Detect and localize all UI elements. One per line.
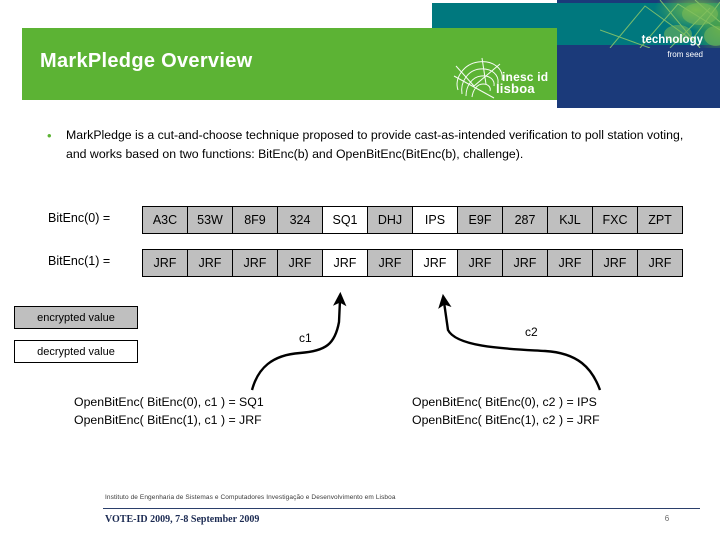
table-cell: KJL <box>547 206 593 234</box>
equation-line: OpenBitEnc( BitEnc(0), c1 ) = SQ1 <box>74 395 264 409</box>
logo-mark-icon <box>453 57 503 99</box>
table-cell: JRF <box>367 249 413 277</box>
inesc-id-lisboa-logo: inesc id lisboa <box>452 56 557 104</box>
bullet-text: MarkPledge is a cut-and-choose technique… <box>66 128 684 161</box>
table-cell: A3C <box>142 206 188 234</box>
table-cell: JRF <box>592 249 638 277</box>
bullet-marker-icon: • <box>47 128 52 143</box>
table-cell: 8F9 <box>232 206 278 234</box>
logo-text-inesc-id: inesc id <box>502 70 549 84</box>
arrow-c2 <box>438 293 602 391</box>
equation-line: OpenBitEnc( BitEnc(0), c2 ) = IPS <box>412 395 597 409</box>
table-cell: ZPT <box>637 206 683 234</box>
arrow-c1 <box>250 291 347 391</box>
table-cell: JRF <box>502 249 548 277</box>
row-label-bitenc1: BitEnc(1) = <box>48 254 111 268</box>
legend-decrypted-value: decrypted value <box>14 340 138 363</box>
equations-right: OpenBitEnc( BitEnc(0), c2 ) = IPS OpenBi… <box>412 393 600 429</box>
arrow-label-c2: c2 <box>525 325 538 339</box>
table-cell: 324 <box>277 206 323 234</box>
page-title: MarkPledge Overview <box>40 50 253 72</box>
brand-tagline: technology <box>641 34 703 46</box>
footer-divider <box>103 508 700 509</box>
table-cell: JRF <box>322 249 368 277</box>
table-cell: FXC <box>592 206 638 234</box>
table-cell: E9F <box>457 206 503 234</box>
list-item: • MarkPledge is a cut-and-choose techniq… <box>44 126 684 164</box>
table-cell: JRF <box>547 249 593 277</box>
table-cell: JRF <box>637 249 683 277</box>
table-cell: JRF <box>412 249 458 277</box>
table-cell: DHJ <box>367 206 413 234</box>
arrow-label-c1: c1 <box>299 331 312 345</box>
table-cell: IPS <box>412 206 458 234</box>
table-cell: JRF <box>142 249 188 277</box>
equations-left: OpenBitEnc( BitEnc(0), c1 ) = SQ1 OpenBi… <box>74 393 264 429</box>
table-cell: JRF <box>457 249 503 277</box>
table-cell: 53W <box>187 206 233 234</box>
equation-line: OpenBitEnc( BitEnc(1), c1 ) = JRF <box>74 413 262 427</box>
table-cell: JRF <box>277 249 323 277</box>
table-cell: SQ1 <box>322 206 368 234</box>
table-cell: 287 <box>502 206 548 234</box>
legend-encrypted-value: encrypted value <box>14 306 138 329</box>
leaf-texture-icon <box>600 0 720 48</box>
table-cell: JRF <box>232 249 278 277</box>
footer-institute: Instituto de Engenharia de Sistemas e Co… <box>105 494 396 501</box>
bullet-list: • MarkPledge is a cut-and-choose techniq… <box>44 126 684 164</box>
logo-text-lisboa: lisboa <box>496 81 535 96</box>
slide-header: technology from seed MarkPledge Overview… <box>0 0 720 110</box>
table-cell: JRF <box>187 249 233 277</box>
header-green-banner <box>22 28 557 100</box>
footer-page-number: 6 <box>664 514 670 523</box>
footer-conference: VOTE-ID 2009, 7-8 September 2009 <box>105 514 260 525</box>
brand-tagline-sub: from seed <box>667 50 703 59</box>
equation-line: OpenBitEnc( BitEnc(1), c2 ) = JRF <box>412 413 600 427</box>
row-label-bitenc0: BitEnc(0) = <box>48 211 111 225</box>
